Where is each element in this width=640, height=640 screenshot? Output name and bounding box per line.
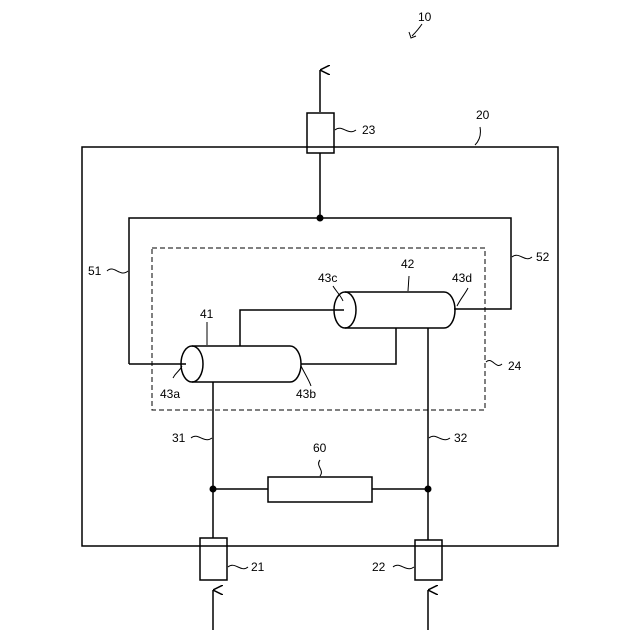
tube-41-to-42-return [301, 328, 396, 364]
tube-41-end-a-leader [173, 366, 182, 378]
inlet-port-21-leader [228, 565, 248, 568]
branch-52-label: 52 [536, 250, 550, 264]
inlet-port-21-label: 21 [251, 560, 265, 574]
inlet-line-32-leader [429, 436, 450, 439]
tube-41-end-b-label: 43b [296, 387, 316, 401]
tube-42-body [345, 292, 455, 328]
tube-41-end-a-label: 43a [160, 387, 180, 401]
tube-41-end-b-leader [301, 366, 311, 386]
inlet-port-22-label: 22 [372, 560, 386, 574]
tube-42-label: 42 [401, 257, 415, 271]
outlet-port-leader [335, 128, 356, 131]
module-group-label: 24 [508, 359, 522, 373]
outlet-port-label: 23 [362, 123, 376, 137]
tube-41-label: 41 [200, 307, 214, 321]
tube-41-to-42-link [240, 310, 344, 346]
module-group-leader [486, 360, 502, 365]
bypass-element [268, 477, 372, 502]
bypass-junction-left [210, 486, 217, 493]
bypass-junction-right [425, 486, 432, 493]
inlet-line-31-label: 31 [172, 431, 186, 445]
collector-bus [129, 218, 511, 364]
tube-42-end-c-label: 43c [318, 271, 337, 285]
tube-42-end-d-label: 43d [452, 271, 472, 285]
inlet-port-22-leader [393, 565, 414, 568]
collector-junction [317, 215, 324, 222]
tube-42-leader [408, 276, 409, 291]
tube-42-end-d-leader [457, 288, 468, 306]
housing-label: 20 [476, 108, 490, 122]
branch-51-leader [107, 269, 128, 273]
system-reference: 10 [409, 10, 432, 38]
inlet-port-21 [200, 538, 227, 580]
system-leader-curve [412, 24, 422, 36]
bypass-element-leader [319, 460, 322, 476]
bypass-element-label: 60 [313, 441, 327, 455]
tube-41 [181, 346, 301, 382]
tube-42 [334, 292, 455, 328]
housing-leader [475, 127, 480, 145]
inlet-line-32-label: 32 [454, 431, 468, 445]
tube-41-body [192, 346, 301, 382]
inlet-line-31-leader [191, 436, 212, 439]
branch-52-leader [512, 255, 532, 258]
system-label: 10 [418, 10, 432, 24]
branch-51-label: 51 [88, 264, 102, 278]
